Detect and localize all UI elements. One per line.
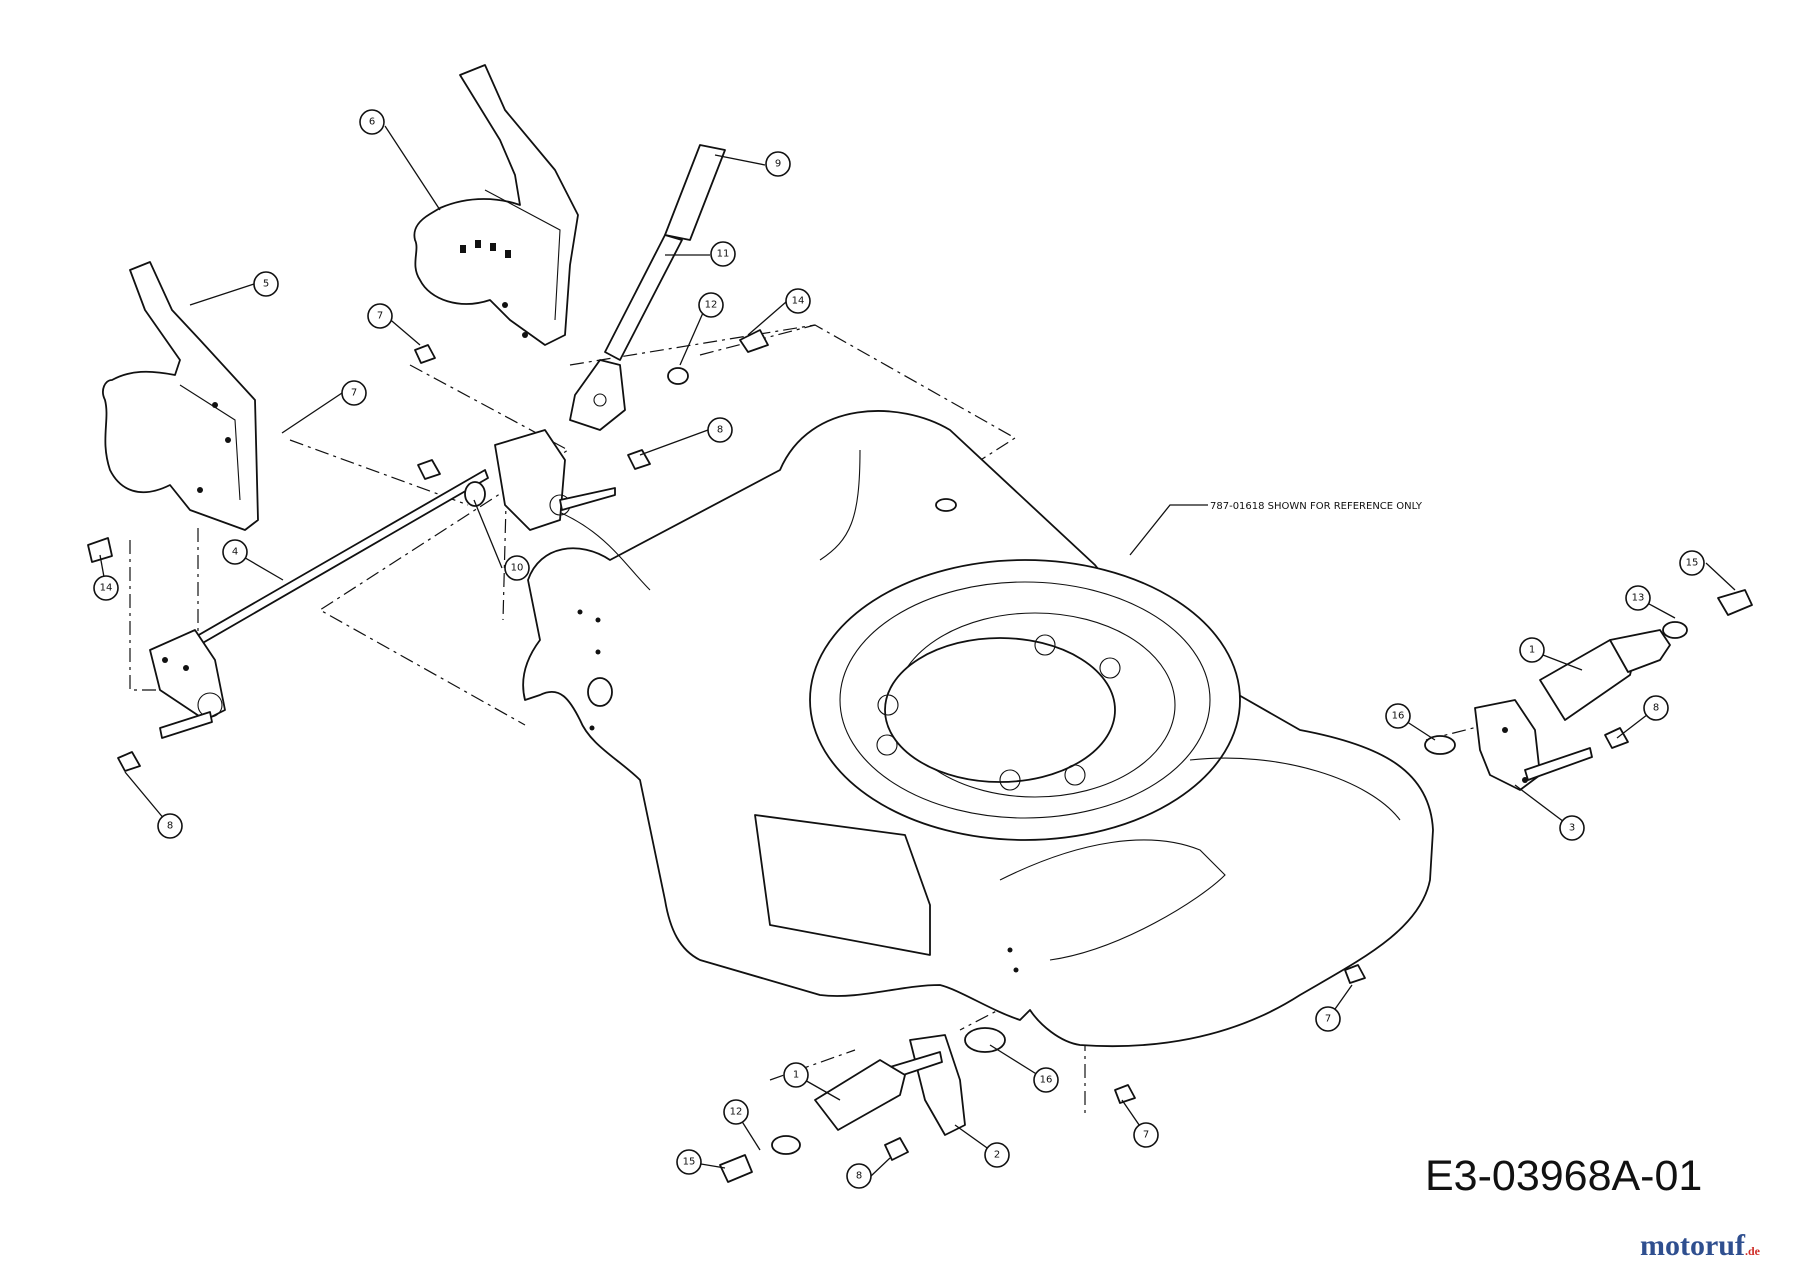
callout-4: 4 [222, 539, 248, 565]
svg-text:16: 16 [1392, 711, 1405, 722]
callout-5: 5 [253, 271, 279, 297]
leader-lines [99, 125, 1736, 1177]
svg-text:16: 16 [1040, 1075, 1053, 1086]
svg-text:6: 6 [369, 117, 375, 128]
callout-16: 16 [1033, 1067, 1059, 1093]
svg-text:3: 3 [1569, 823, 1575, 834]
callout-8: 8 [157, 813, 183, 839]
adjuster-lever [569, 144, 726, 431]
lower-pivot-arm [149, 629, 226, 739]
svg-text:7: 7 [351, 388, 357, 399]
svg-text:11: 11 [717, 249, 730, 260]
callout-11: 11 [710, 241, 736, 267]
svg-text:2: 2 [994, 1150, 1000, 1161]
callout-15: 15 [1679, 550, 1705, 576]
svg-text:7: 7 [1325, 1014, 1331, 1025]
callout-7: 7 [341, 380, 367, 406]
svg-text:12: 12 [705, 300, 718, 311]
callout-10: 10 [504, 555, 530, 581]
svg-text:8: 8 [1653, 703, 1659, 714]
svg-text:7: 7 [1143, 1130, 1149, 1141]
callout-14: 14 [93, 575, 119, 601]
callout-3: 3 [1559, 815, 1585, 841]
pivot-bracket [494, 429, 616, 531]
svg-text:1: 1 [1529, 645, 1535, 656]
height-adjuster-bracket-right [413, 64, 579, 346]
callout-15: 15 [676, 1149, 702, 1175]
svg-text:15: 15 [1686, 558, 1699, 569]
svg-text:4: 4 [232, 547, 238, 558]
callout-7: 7 [1133, 1122, 1159, 1148]
svg-text:8: 8 [167, 821, 173, 832]
callout-1: 1 [783, 1062, 809, 1088]
svg-text:15: 15 [683, 1157, 696, 1168]
svg-text:1: 1 [793, 1070, 799, 1081]
watermark-logo: motoruf.de [1640, 1229, 1761, 1262]
mower-deck [522, 410, 1434, 1048]
callout-1: 1 [1519, 637, 1545, 663]
callout-2: 2 [984, 1142, 1010, 1168]
right-wheel-bracket [1424, 589, 1753, 791]
callout-7: 7 [1315, 1006, 1341, 1032]
callout-6: 6 [359, 109, 385, 135]
callout-12: 12 [723, 1099, 749, 1125]
svg-text:9: 9 [775, 159, 781, 170]
reference-note: 787-01618 SHOWN FOR REFERENCE ONLY [1210, 501, 1423, 512]
callout-8: 8 [1643, 695, 1669, 721]
callout-7: 7 [367, 303, 393, 329]
svg-text:12: 12 [730, 1107, 743, 1118]
svg-text:8: 8 [856, 1171, 862, 1182]
callout-14: 14 [785, 288, 811, 314]
callout-13: 13 [1625, 585, 1651, 611]
height-adjuster-bracket-left [102, 261, 259, 531]
svg-text:8: 8 [717, 425, 723, 436]
svg-text:13: 13 [1632, 593, 1645, 604]
svg-text:14: 14 [100, 583, 113, 594]
svg-text:7: 7 [377, 311, 383, 322]
callout-8: 8 [846, 1163, 872, 1189]
callout-16: 16 [1385, 703, 1411, 729]
svg-text:14: 14 [792, 296, 805, 307]
svg-text:5: 5 [263, 279, 269, 290]
callout-9: 9 [765, 151, 791, 177]
diagram-code: E3-03968A-01 [1425, 1152, 1702, 1200]
svg-text:10: 10 [511, 563, 524, 574]
callout-8: 8 [707, 417, 733, 443]
front-wheel-bracket [87, 329, 1366, 1183]
callout-12: 12 [698, 292, 724, 318]
